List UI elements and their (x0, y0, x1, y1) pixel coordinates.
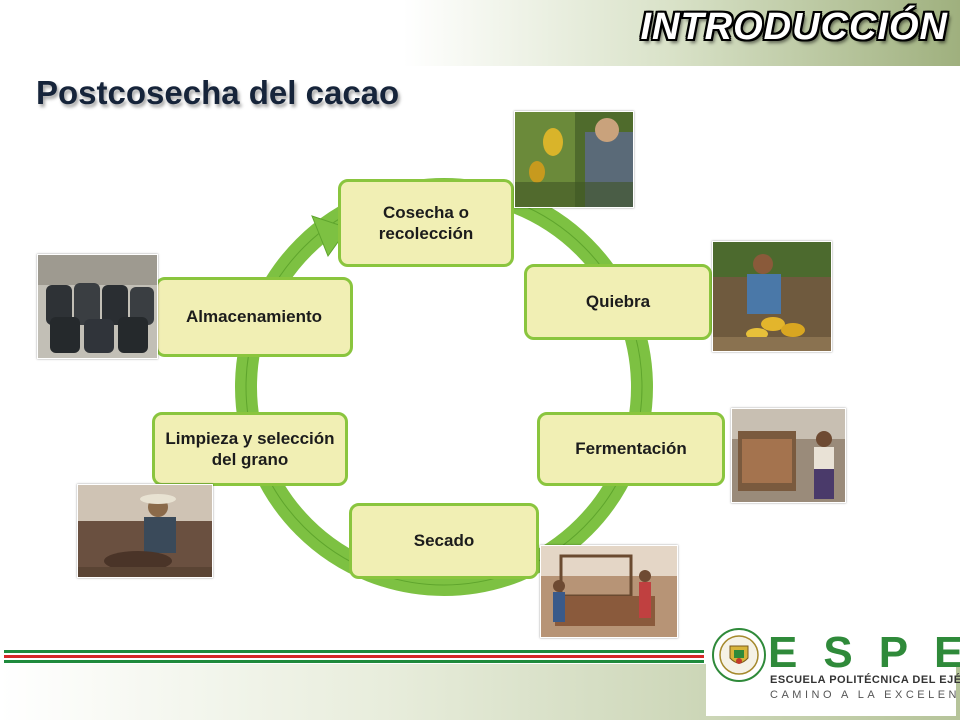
slide-title: INTRODUCCIÓN (640, 6, 948, 48)
step-cosecha: Cosecha o recolección (338, 179, 514, 267)
pod-breaking-photo-icon (712, 241, 832, 352)
step-secado: Secado (349, 503, 539, 579)
stripe-green-bottom (4, 660, 704, 663)
step-quiebra: Quiebra (524, 264, 712, 340)
stripe-green-top (4, 650, 704, 653)
slide-subtitle: Postcosecha del cacao (36, 74, 400, 111)
drying-photo-icon (540, 545, 678, 638)
logo-motto: CAMINO A LA EXCELENCIA (770, 689, 960, 701)
step-fermentacion: Fermentación (537, 412, 725, 486)
storage-sacks-photo-icon (37, 254, 158, 359)
grain-cleaning-photo-icon (77, 484, 213, 578)
fermentation-photo-icon (731, 408, 846, 503)
espe-seal-icon (712, 628, 766, 682)
header-band (0, 0, 960, 66)
stripe-red (4, 655, 704, 658)
footer-stripes (4, 650, 704, 665)
harvest-photo-icon (514, 111, 634, 208)
step-limpieza: Limpieza y selección del grano (152, 412, 348, 486)
logo-institution-name: ESCUELA POLITÉCNICA DEL EJÉRCITO (770, 674, 960, 686)
step-almacenamiento: Almacenamiento (155, 277, 353, 357)
